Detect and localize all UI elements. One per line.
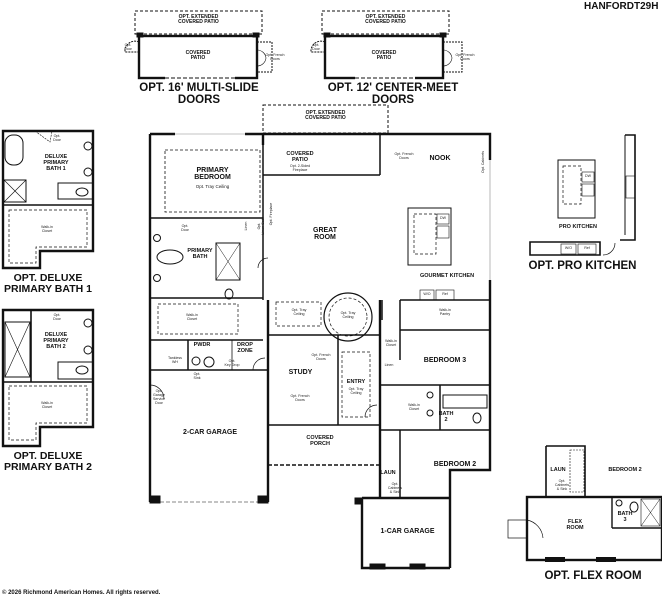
linen-note: Linen [244,221,249,231]
plan-id: HANFORDT29H [584,1,659,12]
flex-bath3-label: BATH 3 [617,511,633,523]
multi-slide-caption: OPT. 16' MULTI-SLIDE DOORS [139,82,259,107]
fireplace-2sided-note: Opt. 2-Sided Fireplace [289,164,311,172]
multi-slide-option-drawing [124,10,273,80]
nook-label: NOOK [429,155,451,162]
bedroom2-closet-note: Walk-in Closet [408,403,420,411]
primary-closet-note: Walk-in Closet [186,313,198,321]
walk-in-pantry-note: Walk-in Pantry [439,308,451,316]
study-label: STUDY [288,369,313,376]
island-dw-note: DW [440,216,446,220]
covered-patio-label: COVERED PATIO [286,151,314,163]
main-extended-patio-label: OPT. EXTENDED COVERED PATIO [305,110,346,122]
multi-slide-opt-door-note: Opt. Door [124,43,132,51]
tankless-wh-note: Tankless WH [168,356,182,364]
deluxe-bath-2-opt-door-note: Opt. Door [53,313,61,321]
pro-kitchen-option-drawing [529,134,636,256]
nook-french-doors-note: Opt. French Doors [394,152,414,160]
drop-zone-label: DROP ZONE [237,342,253,354]
laun-label: LAUN [380,470,396,476]
primary-bedroom-note: Opt. Tray Ceiling [195,184,230,189]
deluxe-bath-2-closet-note: Walk-in Closet [41,401,53,409]
primary-bath-opt-door-note: Opt. Door [181,224,189,232]
flex-room-label: FLEX ROOM [566,519,584,531]
deluxe-bath-1-drawing [1,129,95,270]
covered-porch-label: COVERED PORCH [306,435,334,447]
deluxe-bath-2-caption: OPT. DELUXE PRIMARY BATH 2 [4,450,92,474]
tray-ceiling-note: Opt. Tray Ceiling [291,308,307,316]
pro-kitchen-dw-note: DW [585,174,591,178]
pwdr-label: PWDR [193,342,211,348]
center-meet-french-doors-note: Opt. French Doors [455,53,475,61]
flex-room-caption: OPT. FLEX ROOM [544,570,642,582]
primary-bath-label: PRIMARY BATH [187,248,213,260]
linen-hall-note: Linen [384,363,394,367]
deluxe-bath-1-opt-door-note: Opt. Door [53,134,61,142]
center-meet-caption: OPT. 12' CENTER-MEET DOORS [327,82,459,107]
rotunda-tray-ceiling-note: Opt. Tray Ceiling [340,311,356,319]
study-french-doors-note-2: Opt. French Doors [290,394,310,402]
flex-laun-label: LAUN [550,467,566,473]
flex-bedroom2-label: BEDROOM 2 [608,467,642,473]
center-meet-covered-patio-label: COVERED PATIO [371,50,397,62]
deluxe-bath-1-label: DELUXE PRIMARY BATH 1 [43,154,69,172]
pro-kitchen-wo-note: W/O [564,246,573,250]
main-plan-interior-walls [150,104,490,498]
center-meet-option-drawing [310,10,463,80]
entry-note: Opt. Tray Ceiling [348,387,364,395]
great-room-label: GREAT ROOM [313,227,337,242]
flex-room-option-drawing [507,445,662,562]
bedroom3-closet-note: Walk-in Closet [385,339,397,347]
primary-bedroom-label: PRIMARY BEDROOM [194,167,231,182]
opt-cabinets-sink-note: Opt. Cabinets & Sink [387,482,403,494]
opt-fireplace-note: Opt. Fireplace [269,202,274,226]
multi-slide-covered-patio-label: COVERED PATIO [185,50,211,62]
center-meet-extended-patio-label: OPT. EXTENDED COVERED PATIO [365,14,406,26]
pro-kitchen-label: PRO KITCHEN [559,224,597,230]
bedroom2-label: BEDROOM 2 [433,461,477,468]
gourmet-kitchen-label: GOURMET KITCHEN [419,273,475,279]
pro-kitchen-caption: OPT. PRO KITCHEN [528,260,637,272]
pro-kitchen-ref-note: Ref [584,246,590,250]
opt-garage-service-door-note: Opt. Garage Service Door [153,389,165,405]
deluxe-bath-1-caption: OPT. DELUXE PRIMARY BATH 1 [4,272,92,296]
entry-label: ENTRY [346,379,366,385]
copyright: © 2026 Richmond American Homes. All righ… [2,590,161,596]
study-french-doors-note-1: Opt. French Doors [311,353,331,361]
two-car-garage-label: 2-CAR GARAGE [182,429,238,436]
opt-key-drop-note: Opt. Key Drop [224,359,240,367]
center-meet-opt-door-note: Opt. Door [312,43,320,51]
multi-slide-french-doors-note: Opt. French Doors [265,53,285,61]
deluxe-bath-2-label: DELUXE PRIMARY BATH 2 [43,332,69,350]
one-car-garage-label: 1-CAR GARAGE [380,528,435,535]
opt-linen-note: Opt. Linen Cab. [257,217,265,235]
bedroom3-label: BEDROOM 3 [423,357,467,364]
multi-slide-extended-patio-label: OPT. EXTENDED COVERED PATIO [178,14,219,26]
opt-cabinets-note: Opt. Cabinets [481,150,486,173]
bath2-label: BATH 2 [438,411,454,423]
deluxe-bath-1-closet-note: Walk-in Closet [41,225,53,233]
deluxe-bath-2-drawing [1,308,95,448]
flex-opt-cabinets-note: Opt. Cabinets & Sink [554,479,570,491]
opt-sink-note: Opt. Sink [193,372,201,380]
kitchen-ref-note: Ref [442,292,448,296]
kitchen-wo-note: W/O [423,292,431,296]
